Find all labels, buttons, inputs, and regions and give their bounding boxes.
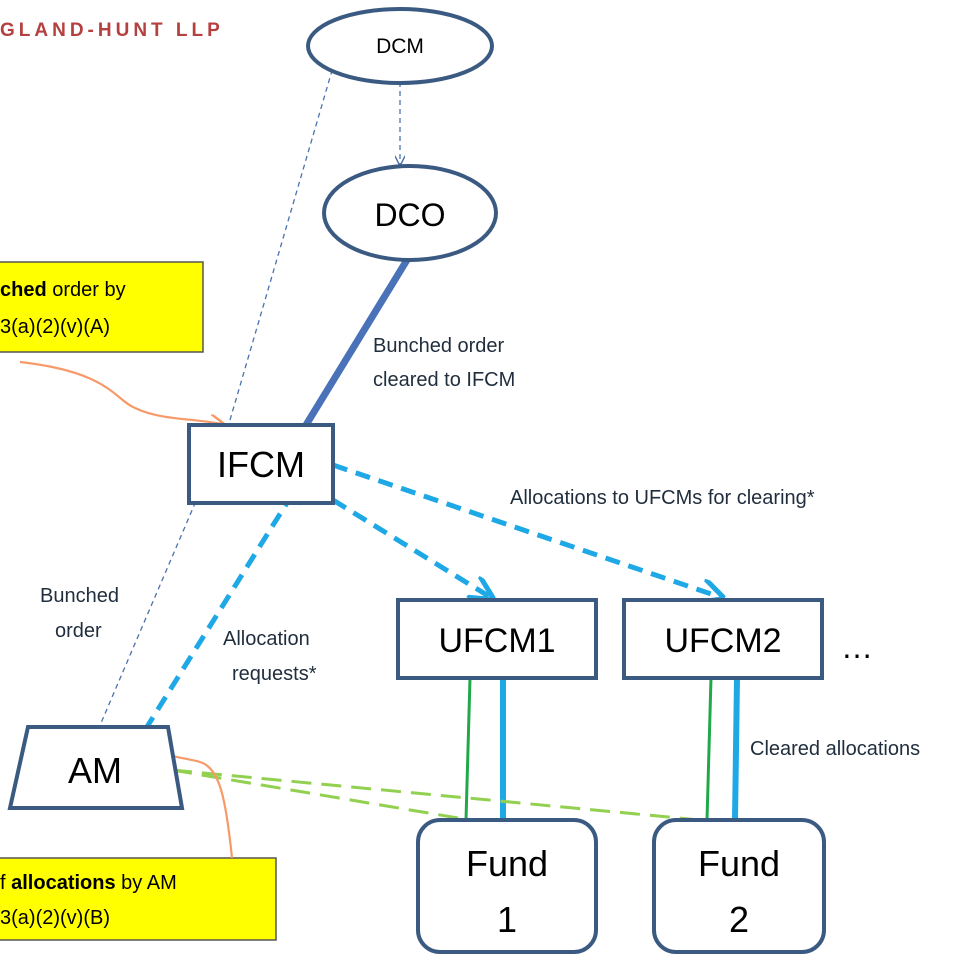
node-fund2-line2: 2 <box>729 899 749 940</box>
node-fund1-line2: 1 <box>497 899 517 940</box>
label-cleared-allocations: Cleared allocations <box>750 738 920 760</box>
label-allocation-requests-line1: Allocation <box>223 628 310 650</box>
node-fund2: Fund 2 <box>652 818 826 954</box>
connector-ifcm-to-dcm <box>229 50 338 421</box>
node-dco-label: DCO <box>374 197 445 233</box>
node-fund2-line1: Fund <box>698 843 780 884</box>
callout-top-rest: order by <box>47 279 126 301</box>
node-ifcm: IFCM <box>187 423 335 505</box>
callout-bunched-order: ched order by 3(a)(2)(v)(A) <box>0 261 204 353</box>
node-ifcm-label: IFCM <box>217 444 305 485</box>
connector-ifcm-ufcm2 <box>332 462 720 597</box>
connector-ufcm2-fund2-cyan <box>732 677 740 821</box>
label-bunched-order-line1: Bunched <box>40 585 119 607</box>
node-dcm-label: DCM <box>376 35 424 58</box>
label-bunched-order-cleared-line1: Bunched order <box>373 335 505 357</box>
connector-ufcm2-fund2-green <box>705 677 713 821</box>
node-am-label: AM <box>68 750 122 791</box>
node-ufcm1: UFCM1 <box>396 598 598 680</box>
connector-am-ifcm-allocation-requests <box>142 482 300 732</box>
node-dcm: DCM <box>306 7 494 85</box>
label-bunched-order-cleared-line2: cleared to IFCM <box>373 369 515 391</box>
node-ufcm2: UFCM2 <box>622 598 824 680</box>
callout-bottom-pre: f <box>0 872 11 894</box>
node-am: AM <box>7 725 185 810</box>
callout-top-bold: ched <box>0 279 47 301</box>
callout-bottom-bold: allocations <box>11 872 115 894</box>
svg-text:ched order by: ched order by <box>0 279 126 301</box>
node-fund1: Fund 1 <box>416 818 598 954</box>
connector-am-fund2 <box>171 768 701 822</box>
orange-arrow-to-ifcm <box>19 360 222 424</box>
connector-am-fund1 <box>171 768 471 822</box>
node-ufcm2-label: UFCM2 <box>664 622 781 660</box>
node-ufcm1-label: UFCM1 <box>438 622 555 660</box>
label-allocation-requests-line2: requests* <box>232 663 317 685</box>
node-fund1-line1: Fund <box>466 843 548 884</box>
callout-allocations: f allocations by AM 3(a)(2)(v)(B) <box>0 857 277 941</box>
svg-text:f allocations by AM: f allocations by AM <box>0 872 177 894</box>
ellipsis-more-ufcms: … <box>841 629 873 665</box>
firm-logo: GLAND-HUNT LLP <box>0 20 224 41</box>
node-dco: DCO <box>322 164 498 262</box>
connector-ifcm-ufcm1 <box>331 497 490 597</box>
label-allocations-to-ufcms: Allocations to UFCMs for clearing* <box>510 487 815 509</box>
label-bunched-order-line2: order <box>55 620 102 642</box>
callout-bottom-rest: by AM <box>116 872 177 894</box>
connector-am-to-ifcm <box>97 480 205 731</box>
connector-dco-ifcm <box>303 253 413 427</box>
connector-ufcm1-fund1-green <box>464 677 472 821</box>
callout-bottom-line2: 3(a)(2)(v)(B) <box>0 907 110 929</box>
callout-top-line2: 3(a)(2)(v)(A) <box>0 316 110 338</box>
